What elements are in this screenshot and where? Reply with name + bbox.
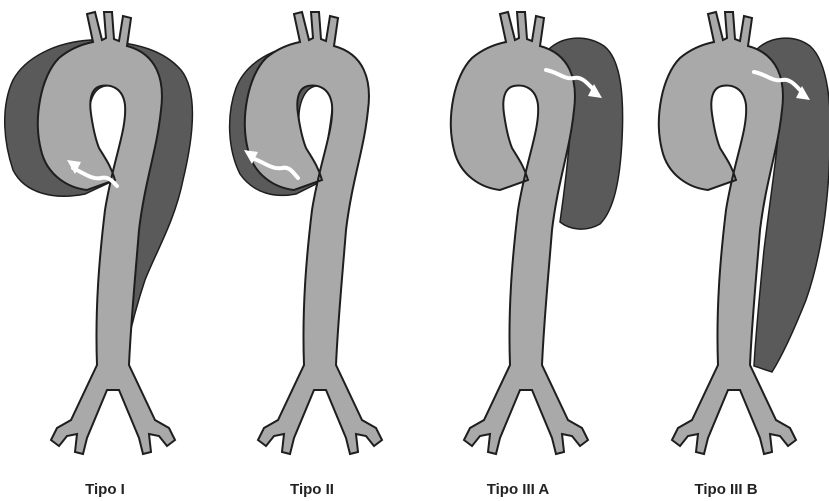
label-tipo-2: Tipo II	[290, 481, 334, 498]
panel-tipo-1	[5, 12, 193, 454]
panel-tipo-2	[230, 12, 382, 454]
label-tipo-1: Tipo I	[85, 481, 125, 498]
panel-tipo-3b	[659, 12, 829, 454]
panel-tipo-3a	[451, 12, 623, 454]
true-lumen	[245, 12, 382, 454]
label-tipo-3a: Tipo III A	[487, 481, 550, 498]
label-tipo-3b: Tipo III B	[694, 481, 757, 498]
